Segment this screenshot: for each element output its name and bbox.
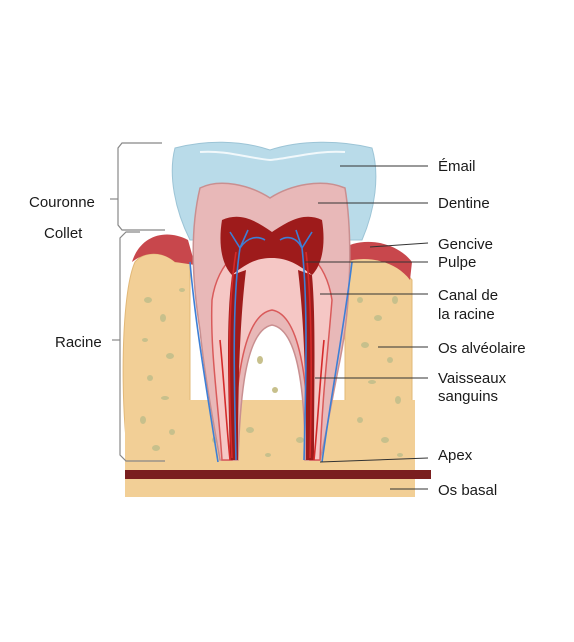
bracket-racine <box>119 231 165 462</box>
bone-texture <box>140 288 403 492</box>
label-apex: Apex <box>438 447 473 464</box>
blood-vessels <box>219 229 325 461</box>
label-os-alveolaire: Os alvéolaire <box>438 340 526 357</box>
leader-lines <box>305 165 429 490</box>
label-canal-line1: Canal de <box>438 287 498 304</box>
label-canal-line2: la racine <box>438 306 495 323</box>
bone-lower-band <box>125 400 415 497</box>
label-gencive: Gencive <box>438 236 493 253</box>
basal-vessel-band <box>125 470 431 479</box>
gum-left <box>132 234 195 265</box>
label-email: Émail <box>438 158 476 175</box>
periodontal-ligament <box>189 261 353 463</box>
label-dentine: Dentine <box>438 195 490 212</box>
label-collet: Collet <box>44 225 83 242</box>
label-pulpe: Pulpe <box>438 254 476 271</box>
label-racine: Racine <box>55 334 102 351</box>
label-os-basal: Os basal <box>438 482 497 499</box>
enamel-cusp-highlight <box>199 150 346 162</box>
label-vaisseaux-line1: Vaisseaux <box>438 370 507 387</box>
pulp-chamber <box>220 216 324 275</box>
bracket-couronne <box>117 142 165 231</box>
label-couronne: Couronne <box>29 194 95 211</box>
label-vaisseaux-line2: sanguins <box>438 388 498 405</box>
root-canal-left <box>228 270 246 460</box>
basal-bone <box>125 481 413 497</box>
gum-right <box>340 241 412 280</box>
